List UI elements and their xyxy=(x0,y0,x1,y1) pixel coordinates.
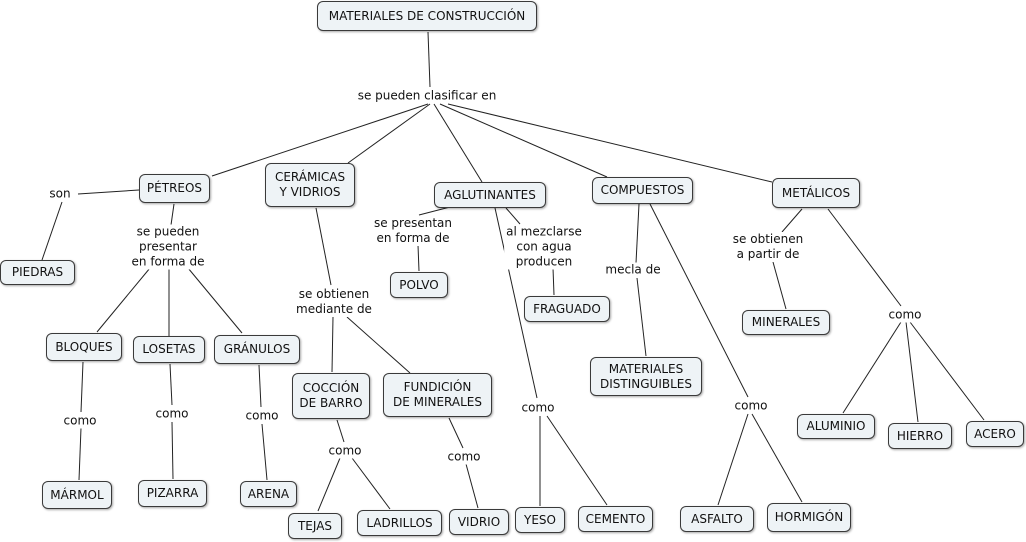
concept-minerales[interactable]: MINERALES xyxy=(742,310,830,335)
connector xyxy=(418,206,451,216)
connector xyxy=(636,277,647,357)
connector xyxy=(351,457,391,510)
concept-yeso[interactable]: YESO xyxy=(515,507,565,533)
connector xyxy=(842,321,902,414)
phrase-clasificar: se pueden clasificar en xyxy=(355,88,499,104)
connector xyxy=(347,103,431,164)
phrase-presentar: se pueden presentar en forma de xyxy=(129,224,207,270)
concept-acero[interactable]: ACERO xyxy=(966,421,1024,447)
concept-aluminio[interactable]: ALUMINIO xyxy=(797,414,875,439)
connector xyxy=(187,267,243,334)
connector xyxy=(905,321,919,423)
connector xyxy=(417,244,420,272)
connector xyxy=(346,316,411,374)
concept-vidrio[interactable]: VIDRIO xyxy=(449,509,509,535)
concept-fundicion-minerales[interactable]: FUNDICIÓN DE MINERALES xyxy=(383,373,492,417)
concept-materiales-construccion[interactable]: MATERIALES DE CONSTRUCCIÓN xyxy=(317,1,537,31)
phrase-como-comp: como xyxy=(732,398,770,414)
concept-hierro[interactable]: HIERRO xyxy=(888,423,952,449)
phrase-como-aglut: como xyxy=(519,400,557,416)
connector xyxy=(635,203,640,264)
concept-petreos[interactable]: PÉTREOS xyxy=(139,174,210,203)
connector xyxy=(772,261,787,310)
concept-cemento[interactable]: CEMENTO xyxy=(578,506,653,532)
concept-materiales-distinguibles[interactable]: MATERIALES DISTINGUIBLES xyxy=(590,357,702,396)
connector xyxy=(170,203,175,226)
connector xyxy=(751,413,803,503)
phrase-obtienen: se obtienen mediante de xyxy=(294,287,374,317)
phrase-como-losetas: como xyxy=(153,406,191,422)
concept-arena[interactable]: ARENA xyxy=(240,481,297,507)
concept-fraguado[interactable]: FRAGUADO xyxy=(524,296,610,322)
concept-compuestos[interactable]: COMPUESTOS xyxy=(592,177,693,204)
connector xyxy=(427,31,431,88)
connector xyxy=(494,207,538,399)
concept-granulos[interactable]: GRÁNULOS xyxy=(214,335,300,364)
connector xyxy=(447,103,773,183)
connector xyxy=(717,413,749,506)
phrase-mecla: mecla de xyxy=(603,262,663,278)
concept-piedras[interactable]: PIEDRAS xyxy=(0,260,75,285)
phrase-como-metal: como xyxy=(886,307,924,323)
connector xyxy=(315,207,332,286)
connector xyxy=(433,103,483,183)
connector xyxy=(465,463,479,509)
connector xyxy=(505,207,521,225)
connector xyxy=(552,267,555,296)
connector xyxy=(258,364,262,408)
phrase-como-granulos: como xyxy=(243,408,281,424)
phrase-como-fundicion: como xyxy=(445,449,483,465)
connector xyxy=(336,419,345,443)
connector xyxy=(439,103,608,178)
connector xyxy=(909,321,985,421)
concept-coccion-barro[interactable]: COCCIÓN DE BARRO xyxy=(292,373,370,419)
phrase-como-bloques: como xyxy=(61,413,99,429)
connector xyxy=(171,421,174,480)
concept-marmol[interactable]: MÁRMOL xyxy=(42,481,112,509)
phrase-obtienen-metal: se obtienen a partir de xyxy=(730,232,806,262)
connector xyxy=(96,267,151,333)
concept-pizarra[interactable]: PIZARRA xyxy=(138,480,207,507)
concept-metalicos[interactable]: METÁLICOS xyxy=(772,178,860,208)
concept-losetas[interactable]: LOSETAS xyxy=(133,336,205,363)
connector xyxy=(781,208,803,233)
connector xyxy=(317,457,341,512)
concept-asfalto[interactable]: ASFALTO xyxy=(680,506,754,532)
connector xyxy=(211,103,429,177)
connector xyxy=(448,417,464,449)
concept-bloques[interactable]: BLOQUES xyxy=(46,333,122,361)
phrase-mezclarse: al mezclarse con agua producen xyxy=(504,224,584,270)
connector xyxy=(546,415,608,506)
connector xyxy=(169,363,173,406)
connector xyxy=(331,316,334,373)
connector xyxy=(78,427,82,481)
concept-ladrillos[interactable]: LADRILLOS xyxy=(357,510,442,536)
connector xyxy=(261,423,268,481)
phrase-presentan: se presentan en forma de xyxy=(371,216,455,246)
connector xyxy=(827,208,902,307)
concept-ceramicas-vidrios[interactable]: CERÁMICAS Y VIDRIOS xyxy=(265,163,355,207)
connector xyxy=(77,189,140,195)
concept-hormigon[interactable]: HORMIGÓN xyxy=(767,503,851,532)
connector xyxy=(41,201,63,261)
phrase-como-coccion: como xyxy=(326,443,364,459)
phrase-son: son xyxy=(47,186,73,202)
connector xyxy=(80,361,84,413)
connector xyxy=(649,203,749,398)
concept-polvo[interactable]: POLVO xyxy=(390,272,448,298)
concept-tejas[interactable]: TEJAS xyxy=(288,513,342,539)
concept-aglutinantes[interactable]: AGLUTINANTES xyxy=(434,182,546,208)
